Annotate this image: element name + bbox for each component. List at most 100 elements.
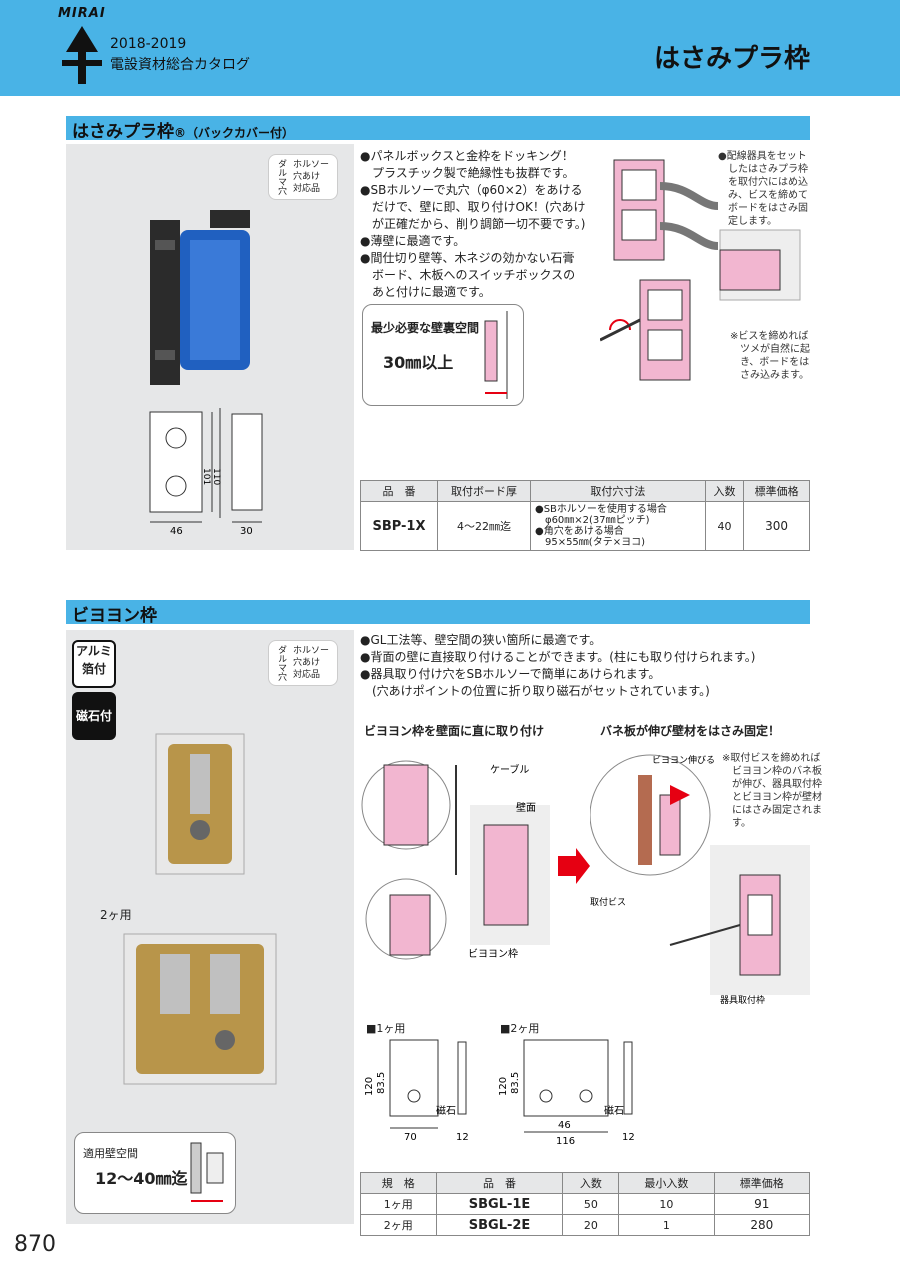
model-cell: SBGL-1E xyxy=(435,1193,564,1215)
qty-cell: 40 xyxy=(704,501,745,551)
note-set: ●配線器具をセット したはさみプラ枠 を取付穴にはめ込 み、ビスを締めて ボード… xyxy=(718,150,808,228)
note-line: す。 xyxy=(722,818,751,829)
min-qty-cell: 1 xyxy=(618,1214,715,1236)
note-line: にはさみ固定されま xyxy=(722,805,822,816)
spec-cell: 1ヶ用 xyxy=(360,1193,437,1215)
arrow-right-icon xyxy=(558,848,590,884)
figure1-title: ビヨヨン枠を壁面に直に取り付け xyxy=(364,724,545,738)
hole-line: 95×55㎜(タテ×ヨコ) xyxy=(534,537,645,548)
bullet-line: プラスチック製で絶縁性も抜群です。 xyxy=(360,166,575,180)
bullet-line: ボード、木板へのスイッチボックスの xyxy=(360,268,576,282)
note-line: さみ込みます。 xyxy=(730,370,809,381)
bullet-line: ●GL工法等、壁空間の狭い箇所に最適です。 xyxy=(360,633,602,647)
dim-h2: 110 xyxy=(211,468,221,485)
dim-w: 70 xyxy=(404,1132,417,1143)
thickness-cell: 4〜22㎜迄 xyxy=(436,501,531,551)
bullet-line: だけで、壁に即、取り付けOK！(穴あけ xyxy=(360,200,586,214)
section2-title: ビヨヨン枠 xyxy=(72,606,157,626)
product-photo-sbgl2 xyxy=(123,933,277,1085)
bullet-line: ●器具取り付け穴をSBホルソーで簡単にあけられます。 xyxy=(360,667,661,681)
wall-space-box: 最少必要な壁裏空間 30㎜以上 xyxy=(362,304,524,406)
holesaw-badge: ダルマ穴 ホルソー 穴あけ 対応品 xyxy=(268,154,338,200)
label-screw: 取付ビス xyxy=(590,897,626,908)
install-illustration-1 xyxy=(613,159,719,261)
note-line: 定します。 xyxy=(718,216,777,227)
holesaw-badge-2: ダルマ穴 ホルソー 穴あけ 対応品 xyxy=(268,640,338,686)
note-screw: ※ビスを締めれば ツメが自然に起 き、ボードをは さみ込みます。 xyxy=(730,330,810,382)
catalog-year: 2018-2019 xyxy=(110,36,187,52)
tag-line: 箔付 xyxy=(81,662,106,676)
note-line: ビヨヨン枠のバネ板 xyxy=(722,766,822,777)
label-cable: ケーブル xyxy=(490,763,529,776)
table-header: 標準価格 xyxy=(743,480,810,502)
note-line: き、ボードをは xyxy=(730,357,810,368)
tag-line: アルミ xyxy=(76,644,112,658)
qty-cell: 20 xyxy=(562,1214,620,1236)
note-line: が伸び、器具取付枠 xyxy=(722,779,822,790)
bullet-line: ●間仕切り壁等、木ネジの効かない石膏 xyxy=(360,251,575,265)
space-label: 最少必要な壁裏空間 xyxy=(371,321,480,335)
bullet-line: が正確だから、削り調節一切不要です。) xyxy=(360,217,586,231)
hole-line: ●角穴をあける場合 xyxy=(534,526,624,537)
bullet-line: ●背面の壁に直接取り付けることができます。(柱にも取り付けられます。) xyxy=(360,650,756,664)
section1-bar: はさみプラ枠®（バックカバー付） xyxy=(66,116,810,142)
badge-vertical-text: ダルマ穴 xyxy=(276,159,286,195)
dimension-drawing-sbgl1: 120 83.5 70 12 磁石 xyxy=(364,1039,469,1143)
model-cell: SBGL-2E xyxy=(435,1214,564,1236)
section2-bar: ビヨヨン枠 xyxy=(66,600,810,626)
label-mount: 器具取付枠 xyxy=(720,994,765,1006)
bullet-line: ●SBホルソーで丸穴（φ60×2）をあける xyxy=(360,183,583,197)
badge-vertical-text: ダルマ穴 xyxy=(276,645,286,681)
logo-icon xyxy=(62,26,102,84)
badge-line: 対応品 xyxy=(293,670,321,680)
price-cell: 91 xyxy=(713,1193,811,1215)
label-stretch: ビヨヨン伸びる xyxy=(652,754,715,766)
dim-h: 120 xyxy=(364,1077,375,1096)
hole-line: φ60㎜×2(37㎜ピッチ) xyxy=(534,515,650,526)
table-header: 品 番 xyxy=(435,1172,564,1194)
wall-section-illustration xyxy=(484,311,508,399)
table-row: SBP-1X 4〜22㎜迄 ●SBホルソーを使用する場合 φ60㎜×2(37㎜ピ… xyxy=(360,501,810,551)
dim-d: 12 xyxy=(622,1132,635,1143)
dim-w: 46 xyxy=(170,526,183,537)
hole-cell: ●SBホルソーを使用する場合 φ60㎜×2(37㎜ピッチ) ●角穴をあける場合 … xyxy=(529,501,706,551)
bullet-line: ●パネルボックスと金枠をドッキング！ xyxy=(360,149,574,163)
product-photo-sbgl1 xyxy=(155,733,245,875)
drawing1-label: ■1ヶ用 xyxy=(366,1022,406,1035)
table-row: 2ヶ用 SBGL-2E 20 1 280 xyxy=(360,1214,811,1236)
install-illustration-2 xyxy=(600,229,801,381)
note-line: ●配線器具をセット xyxy=(718,151,807,162)
table-row: 1ヶ用 SBGL-1E 50 10 91 xyxy=(360,1193,811,1215)
note-biyoyon: ※取付ビスを締めれば ビヨヨン枠のバネ板 が伸び、器具取付枠 とビヨヨン枠が壁材… xyxy=(722,752,822,830)
wall-space-illustration xyxy=(190,1142,224,1202)
figure2-title: バネ板が伸び壁材をはさみ固定！ xyxy=(600,724,781,738)
note-line: したはさみプラ枠 xyxy=(718,164,808,175)
install-figure-1: ケーブル 壁面 ビヨヨン枠 xyxy=(361,760,550,960)
applicable-wall-space-box: 適用壁空間 12〜40㎜迄 xyxy=(74,1132,236,1214)
note-line: ツメが自然に起 xyxy=(730,344,810,355)
section1-subtitle: （バックカバー付） xyxy=(186,126,295,140)
note-line: を取付穴にはめ込 xyxy=(718,177,808,188)
section2-bullets: ●GL工法等、壁空間の狭い箇所に最適です。 ●背面の壁に直接取り付けることができ… xyxy=(360,632,755,700)
price-cell: 280 xyxy=(713,1214,811,1236)
bullet-line: (穴あけポイントの位置に折り取り磁石がセットされています。) xyxy=(360,684,710,698)
bullet-line: ●薄壁に最適です。 xyxy=(360,234,466,248)
label-frame: ビヨヨン枠 xyxy=(468,947,518,960)
note-line: み、ビスを締めて xyxy=(718,190,808,201)
dim-magnet: 磁石 xyxy=(436,1104,456,1117)
table-header: 品 番 xyxy=(360,480,438,502)
table-header: 取付ボード厚 xyxy=(436,480,531,502)
install-figure-2: ビヨヨン伸びる 取付ビス 器具取付枠 xyxy=(590,754,810,1006)
model-cell: SBP-1X xyxy=(360,501,438,551)
dim-h: 120 xyxy=(498,1077,509,1096)
header-band xyxy=(0,0,900,96)
two-gang-label: 2ヶ用 xyxy=(100,908,132,922)
dim-magnet: 磁石 xyxy=(604,1104,624,1117)
table-header: 入数 xyxy=(562,1172,620,1194)
note-line: ※ビスを締めれば xyxy=(730,331,809,342)
hole-line: ●SBホルソーを使用する場合 xyxy=(534,504,667,515)
product-photo-sbp xyxy=(150,210,250,385)
tag-aluminum: アルミ 箔付 xyxy=(72,640,116,688)
section1-bullets: ●パネルボックスと金枠をドッキング！ プラスチック製で絶縁性も抜群です。 ●SB… xyxy=(360,148,586,301)
space-value: 30㎜以上 xyxy=(383,353,454,372)
